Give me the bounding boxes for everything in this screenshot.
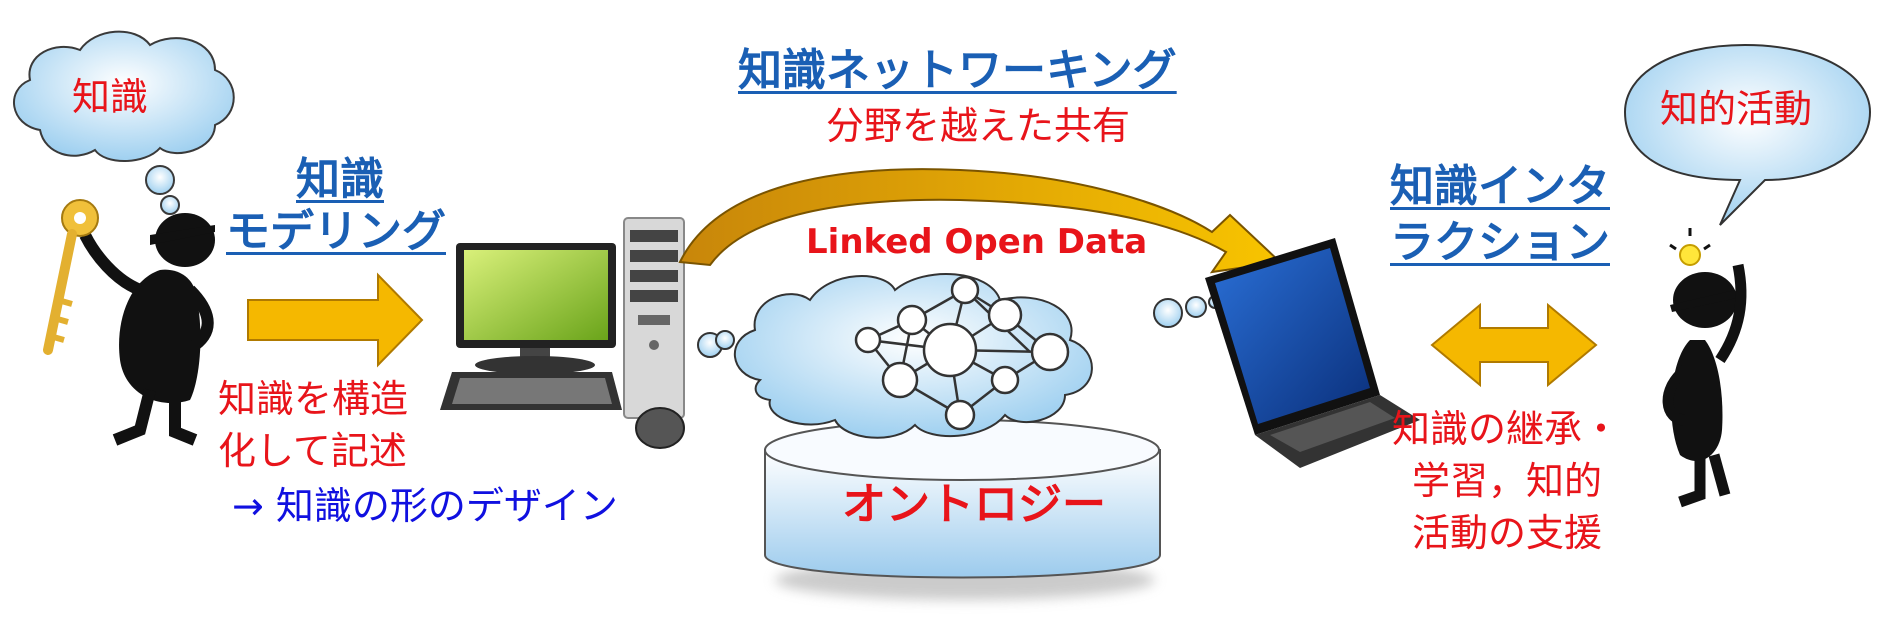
modeling-desc-1: 知識を構造 <box>218 377 409 421</box>
modeling-heading-2: モデリング <box>226 206 446 257</box>
person-thinking-icon <box>1662 228 1747 508</box>
desktop-computer-icon <box>440 217 685 449</box>
speech-bubble-right <box>1623 43 1872 226</box>
interaction-heading-1: 知識インタ <box>1390 161 1610 212</box>
modeling-arrow <box>247 272 424 368</box>
networking-heading: 知識ネットワーキング <box>738 45 1177 96</box>
network-graph <box>854 275 1070 431</box>
laptop-icon <box>1205 238 1420 468</box>
thought-cloud-left <box>13 30 235 215</box>
modeling-heading-1: 知識 <box>296 154 384 205</box>
networking-sub: 分野を越えた共有 <box>826 104 1131 148</box>
thought-text-left: 知識 <box>72 75 149 119</box>
person-with-key-icon <box>43 199 215 446</box>
modeling-desc-2: 化して記述 <box>218 429 407 473</box>
networking-arc-arrow <box>678 168 1283 274</box>
interaction-heading-2: ラクション <box>1390 217 1610 268</box>
interaction-desc-2: 学習，知的 <box>1412 459 1603 503</box>
ontology-label: オントロジー <box>842 479 1106 530</box>
interaction-desc-1: 知識の継承・ <box>1392 407 1621 451</box>
lod-label: Linked Open Data <box>806 222 1148 262</box>
interaction-double-arrow <box>1430 302 1598 388</box>
interaction-desc-3: 活動の支援 <box>1412 511 1603 555</box>
speech-text-right: 知的活動 <box>1660 87 1813 131</box>
modeling-note: → 知識の形のデザイン <box>232 484 618 528</box>
